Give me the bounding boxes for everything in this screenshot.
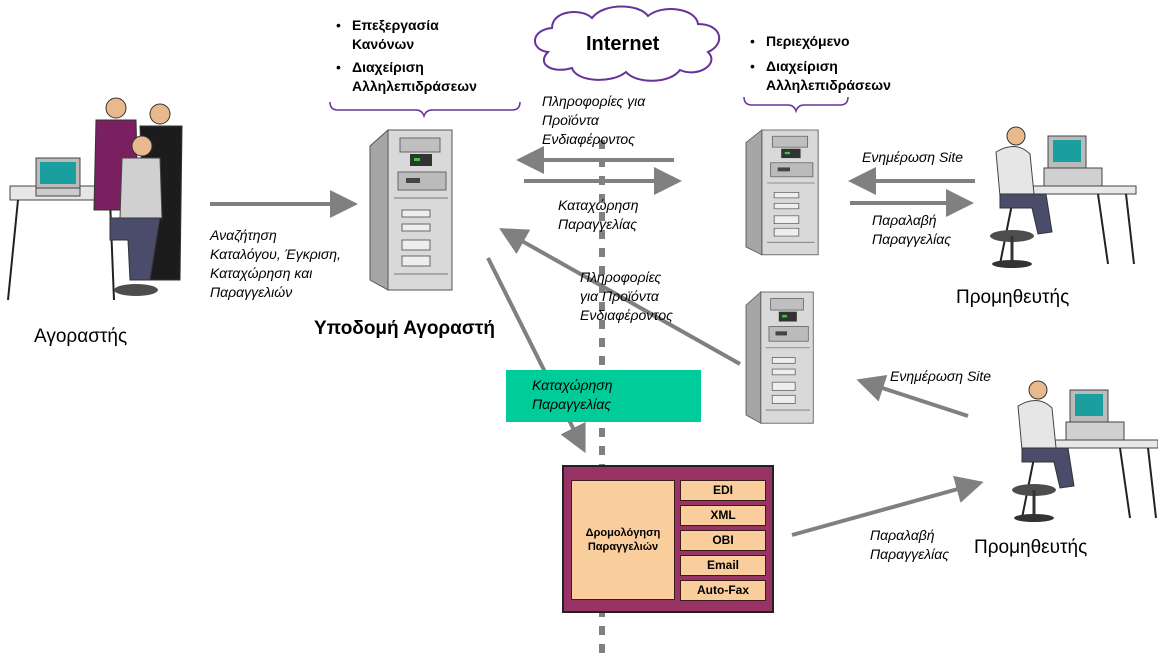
router-title-line2: Παραγγελιών bbox=[587, 541, 659, 553]
buyer-infra-title: Υποδομή Αγοραστή bbox=[314, 318, 495, 339]
router-title-line1: Δρομολόγηση bbox=[585, 527, 661, 539]
buyer-action-line3: Καταχώρηση και bbox=[210, 265, 313, 281]
supplier2-worker-icon bbox=[1010, 379, 1158, 524]
protocol-email: Email bbox=[680, 555, 766, 576]
supplier2-update-label: Ενημέρωση Site bbox=[890, 368, 992, 384]
router-title: Δρομολόγηση Παραγγελιών bbox=[572, 526, 674, 554]
bullet-content: •Περιεχόμενο bbox=[750, 33, 850, 49]
bullet-interactions-line2: Αλληλεπιδράσεων bbox=[352, 78, 477, 94]
order-box-line2: Παραγγελίας bbox=[532, 396, 612, 412]
supplier1-label: Προμηθευτής bbox=[956, 287, 1070, 308]
protocol-autofax: Auto-Fax bbox=[680, 580, 766, 601]
bullet-supplier-interactions-line2: Αλληλεπιδράσεων bbox=[766, 77, 891, 93]
bullet-supplier-interactions-line1: Διαχείριση bbox=[766, 58, 838, 74]
supplier2-update-arrow bbox=[856, 374, 969, 418]
internet-info2-line2: για Προϊόντα bbox=[580, 288, 659, 304]
bullet-interactions-line1: Διαχείριση bbox=[352, 59, 424, 75]
order-entry-box: Καταχώρηση Παραγγελίας bbox=[506, 370, 701, 422]
router-to-supplier2-arrow bbox=[791, 475, 984, 537]
supplier1-receive-line2: Παραγγελίας bbox=[872, 231, 952, 247]
supplier2-receive-line2: Παραγγελίας bbox=[870, 546, 950, 562]
supplier2-receive-label: Παραλαβή Παραγγελίας bbox=[870, 526, 949, 564]
bullet-rules-line1: Επεξεργασία bbox=[352, 17, 439, 33]
internet-label: Internet bbox=[586, 33, 660, 55]
supplier-infra-bracket bbox=[743, 96, 849, 114]
internet-info2-line1: Πληροφορίες bbox=[580, 269, 662, 285]
order-box-line1: Καταχώρηση bbox=[532, 377, 613, 393]
internet-order-label: Καταχώρηση Παραγγελίας bbox=[558, 196, 639, 234]
internet-info2-label: Πληροφορίες για Προϊόντα Ενδιαφέροντος bbox=[580, 268, 673, 325]
supplier1-worker-icon bbox=[988, 125, 1138, 270]
router-title-panel: Δρομολόγηση Παραγγελιών bbox=[571, 480, 675, 600]
buyer-label: Αγοραστής bbox=[34, 326, 128, 347]
bullet-content-line1: Περιεχόμενο bbox=[766, 33, 850, 49]
order-router: Δρομολόγηση Παραγγελιών EDI XML OBI Emai… bbox=[562, 465, 774, 613]
internet-cloud-icon bbox=[534, 5, 721, 82]
supplier1-receive-line1: Παραλαβή bbox=[872, 212, 937, 228]
supplier2-server-icon bbox=[745, 291, 814, 424]
buyer-action-line1: Αναζήτηση bbox=[210, 227, 277, 243]
buyer-action-label: Αναζήτηση Καταλόγου, Έγκριση, Καταχώρηση… bbox=[210, 226, 341, 302]
bullet-rules-line2: Κανόνων bbox=[352, 36, 415, 52]
internet-info-line2: Προϊόντα bbox=[542, 112, 599, 128]
buyer-action-line4: Παραγγελιών bbox=[210, 284, 293, 300]
protocol-obi: OBI bbox=[680, 530, 766, 551]
supplier1-receive-label: Παραλαβή Παραγγελίας bbox=[872, 211, 951, 249]
supplier2-label: Προμηθευτής bbox=[974, 537, 1088, 558]
supplier2-receive-line1: Παραλαβή bbox=[870, 527, 935, 543]
supplier1-update-label: Ενημέρωση Site bbox=[862, 149, 964, 165]
internet-order-line2: Παραγγελίας bbox=[558, 216, 638, 232]
internet-info-line1: Πληροφορίες για bbox=[542, 93, 646, 109]
internet-info2-line3: Ενδιαφέροντος bbox=[580, 307, 673, 323]
supplier1-server-icon bbox=[745, 129, 819, 256]
buyer-server-icon bbox=[369, 129, 453, 291]
buyer-group-icon bbox=[7, 97, 183, 301]
info2-to-buyer-arrow bbox=[499, 228, 741, 366]
buyer-action-line2: Καταλόγου, Έγκριση, bbox=[210, 246, 341, 262]
protocol-xml: XML bbox=[680, 505, 766, 526]
internet-info-line3: Ενδιαφέροντος bbox=[542, 131, 635, 147]
internet-order-line1: Καταχώρηση bbox=[558, 197, 639, 213]
internet-info-label: Πληροφορίες για Προϊόντα Ενδιαφέροντος bbox=[542, 92, 645, 149]
buyer-infra-bracket bbox=[329, 101, 521, 119]
protocol-edi: EDI bbox=[680, 480, 766, 501]
